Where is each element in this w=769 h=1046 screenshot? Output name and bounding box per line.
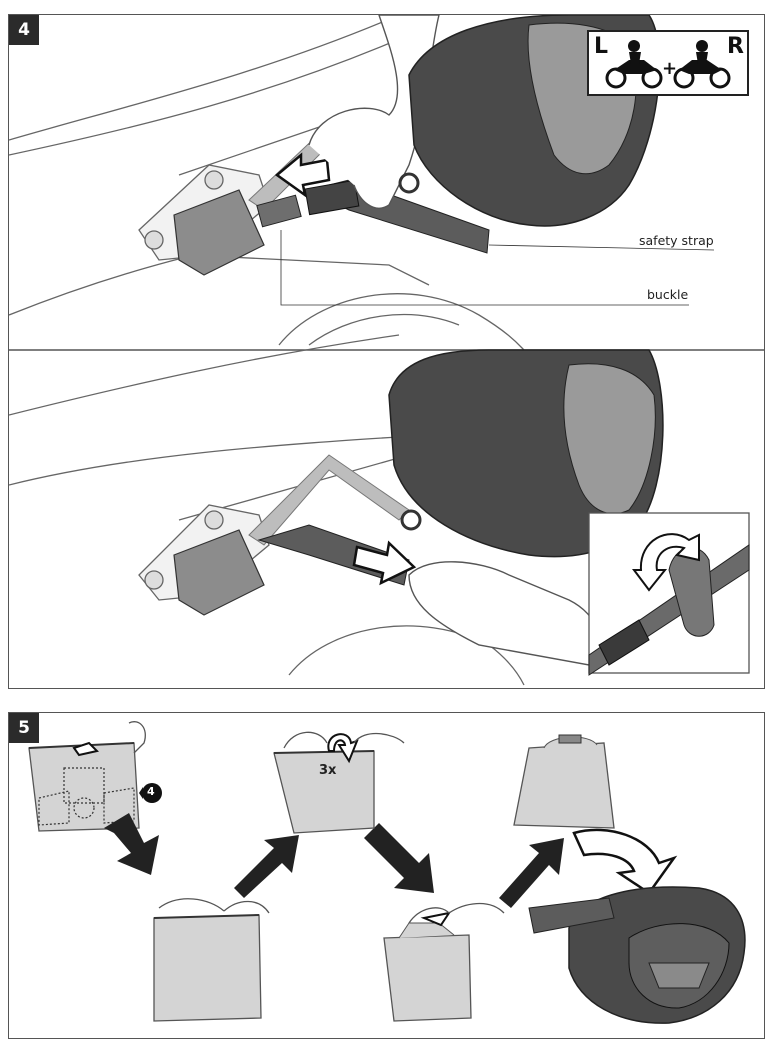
fold-count-label: 3x xyxy=(319,763,337,778)
ref-step-number: 4 xyxy=(147,785,155,798)
hand-upper xyxy=(308,15,440,209)
both-sides-badge: L + R xyxy=(587,30,749,96)
pull-right-arrow xyxy=(352,540,417,586)
flow-arrow-2 xyxy=(234,835,299,898)
inner-bag-buckled xyxy=(383,902,505,1022)
luggage-rail-lower xyxy=(248,454,410,546)
right-side-letter: R xyxy=(727,34,744,59)
step4-panel: 4 L + R safety strap buckle xyxy=(8,14,765,689)
motorcycle-right-icon xyxy=(673,40,731,89)
inner-bag-closed xyxy=(513,734,615,829)
buckle-leader xyxy=(280,230,689,306)
ref-step-circle xyxy=(142,783,162,803)
step-number-badge: 4 xyxy=(9,15,39,45)
buckle-mount-lower xyxy=(173,529,265,616)
strap-loop-inset xyxy=(588,512,750,676)
saddlebag-lower xyxy=(388,349,664,558)
plus-sign: + xyxy=(662,58,678,79)
flow-arrow-1 xyxy=(104,813,159,875)
roll-arrow-icon xyxy=(327,733,359,764)
flow-arrow-3 xyxy=(364,823,434,893)
step4-illustration xyxy=(9,15,764,686)
insert-arrow-icon xyxy=(72,741,99,757)
safety-strap-graphic xyxy=(304,179,490,254)
safety-strap-label: safety strap xyxy=(639,233,714,248)
motorcycle-rider-icons xyxy=(605,40,731,89)
clip-arrow-icon xyxy=(420,911,452,927)
step5-illustration xyxy=(28,721,746,1024)
safety-strap-leader xyxy=(488,244,715,251)
saddlebag-final xyxy=(528,886,746,1024)
step-number-badge: 5 xyxy=(9,713,39,743)
buckle-label: buckle xyxy=(647,287,689,302)
inner-bag-pulled xyxy=(153,898,270,1022)
inner-bag-folding xyxy=(273,731,405,834)
flow-arrow-4 xyxy=(499,838,564,908)
inner-bag-open xyxy=(28,721,146,832)
motorcycle-left-icon xyxy=(605,40,663,89)
insert-curved-arrow xyxy=(572,828,678,895)
curl-arrow-icon xyxy=(632,533,700,592)
hand-lower xyxy=(408,561,600,666)
buckle-mount xyxy=(173,189,302,276)
step5-panel: 5 3x 4 xyxy=(8,712,765,1039)
push-left-arrow xyxy=(274,152,331,198)
left-side-letter: L xyxy=(594,34,609,59)
